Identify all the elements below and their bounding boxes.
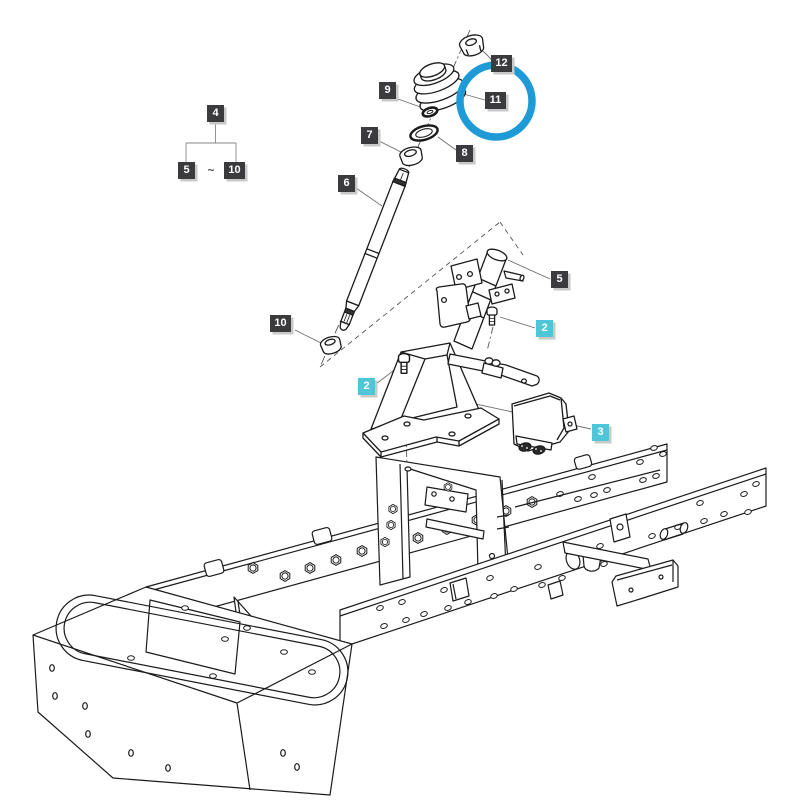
callout-8[interactable]: 8 [456,145,473,162]
callout-5-range-start[interactable]: 5 [178,162,195,179]
bushing-7-drawing [399,146,423,167]
exploded-parts-drawing [319,34,578,458]
callout-11[interactable]: 11 [485,92,506,109]
bolt-2-lower-drawing [397,352,411,375]
callout-3-gearbox[interactable]: 3 [592,424,609,441]
tower-bracket-drawing [375,456,510,586]
callout-7[interactable]: 7 [361,127,378,144]
washer-8-drawing [409,124,439,142]
oring-9-drawing [421,106,439,118]
callout-4-group[interactable]: 4 [207,105,224,122]
gearbox-3-drawing [511,392,578,455]
boot-11-drawing [413,62,467,112]
bushing-10-drawing [319,335,342,355]
callout-6[interactable]: 6 [338,175,355,192]
nut-12-drawing [458,34,485,57]
near-rail-drawing [339,467,767,649]
step-bracket-drawing [547,541,679,607]
bolt-2-upper-drawing [486,306,498,326]
callout-2-lower-bolt[interactable]: 2 [358,378,375,395]
callout-range-separator: ~ [207,163,215,177]
callout-9[interactable]: 9 [379,82,396,99]
chassis-frame-drawing [32,443,767,796]
callout-2-upper-bolt[interactable]: 2 [536,320,553,337]
callout-10-range-end[interactable]: 10 [224,162,245,179]
mount-bracket-drawing [362,342,540,458]
shaft-6-drawing [339,167,410,331]
front-box-drawing [32,586,353,796]
callout-5-column[interactable]: 5 [551,271,568,288]
callout-10-bushing[interactable]: 10 [270,315,291,332]
column-5-drawing [435,248,525,350]
callout-12[interactable]: 12 [491,55,512,72]
